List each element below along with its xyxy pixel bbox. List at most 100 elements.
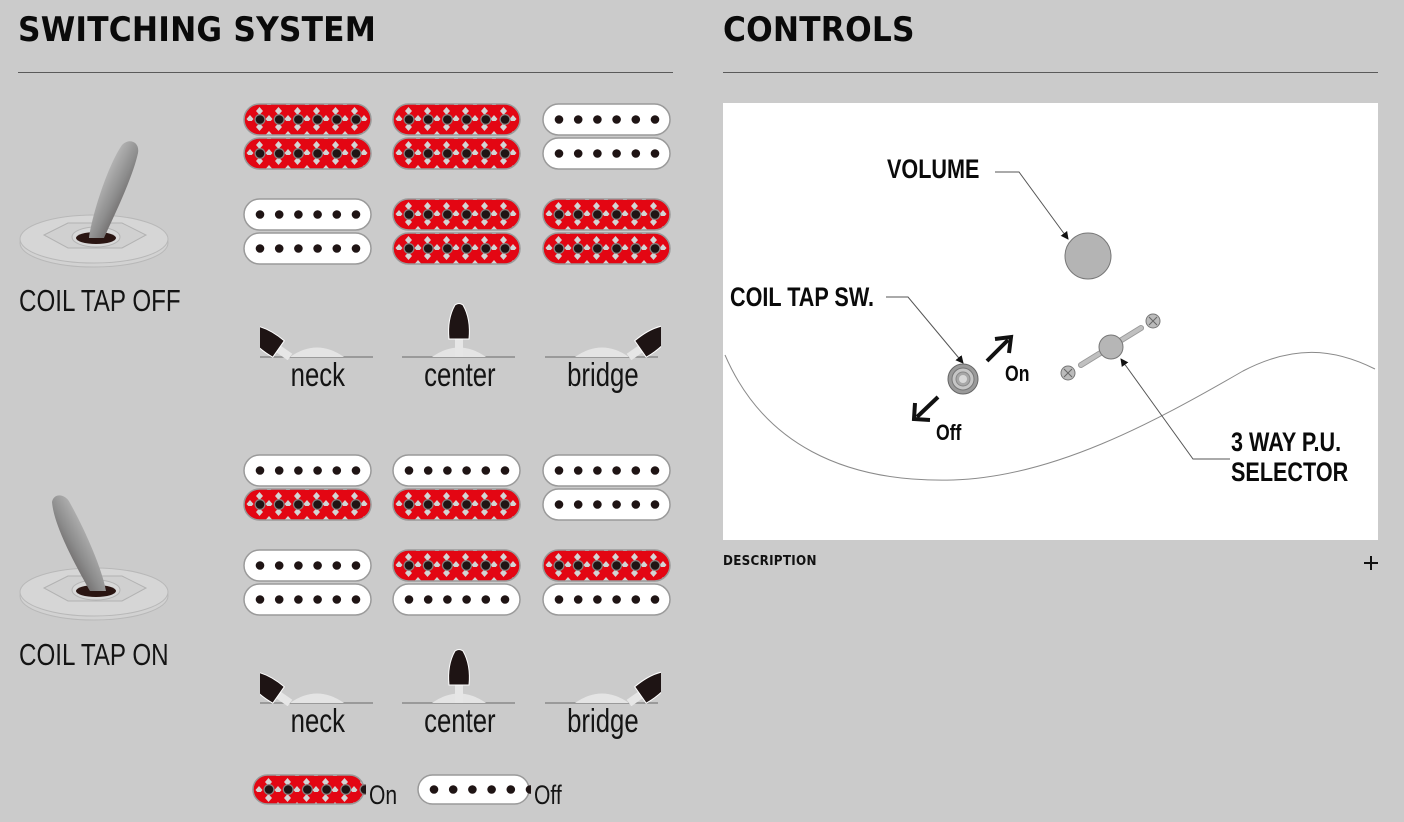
pole-piece (462, 595, 471, 604)
selector-position-label-wrap: bridge (532, 704, 674, 738)
pole-piece (443, 500, 452, 509)
pole-piece (332, 210, 342, 219)
off-label: Off (936, 420, 962, 445)
pole-piece (481, 561, 491, 570)
coil-tap-leader-line (886, 296, 964, 364)
pole-piece (462, 500, 471, 509)
pole-piece (500, 561, 510, 570)
pole-piece (255, 210, 265, 219)
pole-piece (650, 500, 660, 509)
pickup-bobbin-off (542, 583, 671, 616)
pickup-bobbin-off (243, 232, 372, 265)
pole-piece (443, 561, 452, 570)
selector-position-center: center (402, 646, 518, 741)
pole-piece (283, 785, 293, 794)
pole-piece (554, 244, 564, 253)
pole-piece (404, 244, 414, 253)
pickup-bobbin-off (417, 774, 535, 805)
pickup-bobbin-on (252, 774, 371, 805)
selector-position-label-wrap: center (389, 358, 531, 392)
pole-piece (554, 115, 564, 124)
pickup-bobbin-on (243, 137, 372, 170)
pickup-bridge-at-neck (243, 198, 372, 265)
pole-piece (631, 561, 641, 570)
pickup-neck-at-bridge (542, 103, 671, 170)
pickup-bobbin-off (243, 583, 372, 616)
plus-icon[interactable] (1363, 555, 1379, 571)
pole-piece (255, 561, 265, 570)
pole-piece (351, 500, 361, 509)
blade-switch-neck-icon (246, 324, 373, 361)
pickup-neck-at-neck (243, 103, 372, 170)
pole-piece (313, 561, 322, 570)
description-accordion[interactable]: DESCRIPTION (723, 550, 1378, 576)
blade-switch-neck-icon (246, 670, 373, 707)
pole-piece (294, 244, 303, 253)
pole-piece (573, 561, 583, 570)
pickup-selector-icon (1060, 313, 1161, 381)
pole-piece (500, 595, 510, 604)
pole-piece (462, 149, 471, 158)
selector-leader-line (1120, 358, 1230, 460)
pole-piece (593, 500, 602, 509)
pole-piece (351, 466, 361, 475)
pole-piece (448, 785, 458, 794)
pole-piece (322, 785, 331, 794)
pole-piece (462, 115, 471, 124)
pole-piece (255, 115, 265, 124)
toggle-switch-icon (19, 141, 169, 268)
pole-piece (404, 500, 414, 509)
pickup-bobbin-off (542, 103, 671, 136)
pickup-bobbin-off (542, 137, 671, 170)
pole-piece (294, 466, 303, 475)
selector-position-neck: neck (246, 300, 376, 395)
pole-piece (631, 244, 641, 253)
controls-diagram: VOLUME COIL TAP SW. On Off 3 WAY P.U. SE… (723, 103, 1378, 540)
selector-position-label-wrap: neck (247, 704, 389, 738)
pole-piece (573, 149, 583, 158)
selector-label-line1: 3 WAY P.U. (1231, 427, 1342, 457)
pole-piece (443, 595, 452, 604)
pickup-bobbin-on (392, 549, 521, 582)
pole-piece (612, 561, 621, 570)
pole-piece (443, 149, 452, 158)
pickup-bobbin-off (392, 454, 521, 487)
pole-piece (443, 115, 452, 124)
controls-title: CONTROLS (723, 10, 915, 50)
selector-position-bridge: bridge (545, 300, 673, 395)
pole-piece (612, 466, 621, 475)
legend-on (252, 774, 371, 810)
pickup-bridge-at-neck (243, 549, 372, 616)
pole-piece (274, 149, 284, 158)
pole-piece (593, 115, 602, 124)
pole-piece (631, 466, 641, 475)
pole-piece (423, 561, 433, 570)
pickup-bridge-at-bridge (542, 198, 671, 265)
pole-piece (404, 210, 414, 219)
pole-piece (255, 466, 265, 475)
arrow-off-icon (911, 395, 940, 422)
pole-piece (294, 210, 303, 219)
arrow-on-icon (985, 334, 1014, 363)
pickup-grid-art (243, 103, 671, 265)
pole-piece (313, 149, 322, 158)
pickup-off-swatch (417, 774, 535, 805)
pole-piece (313, 115, 322, 124)
pole-piece (332, 244, 342, 253)
pickup-bobbin-on (392, 103, 521, 136)
pole-piece (404, 115, 414, 124)
selector-position-label: center (424, 356, 496, 393)
volume-knob-icon (1064, 232, 1112, 280)
pickup-on-swatch (252, 774, 371, 805)
coil-tap-toggle-off (18, 135, 178, 275)
pickup-bobbin-on (392, 198, 521, 231)
pole-piece (593, 595, 602, 604)
pole-piece (554, 500, 564, 509)
pole-piece (332, 595, 342, 604)
switching-system-divider (18, 72, 673, 73)
selector-position-label: neck (290, 702, 346, 739)
pole-piece (423, 500, 433, 509)
pole-piece (593, 210, 602, 219)
pole-piece (313, 466, 322, 475)
pole-piece (351, 244, 361, 253)
